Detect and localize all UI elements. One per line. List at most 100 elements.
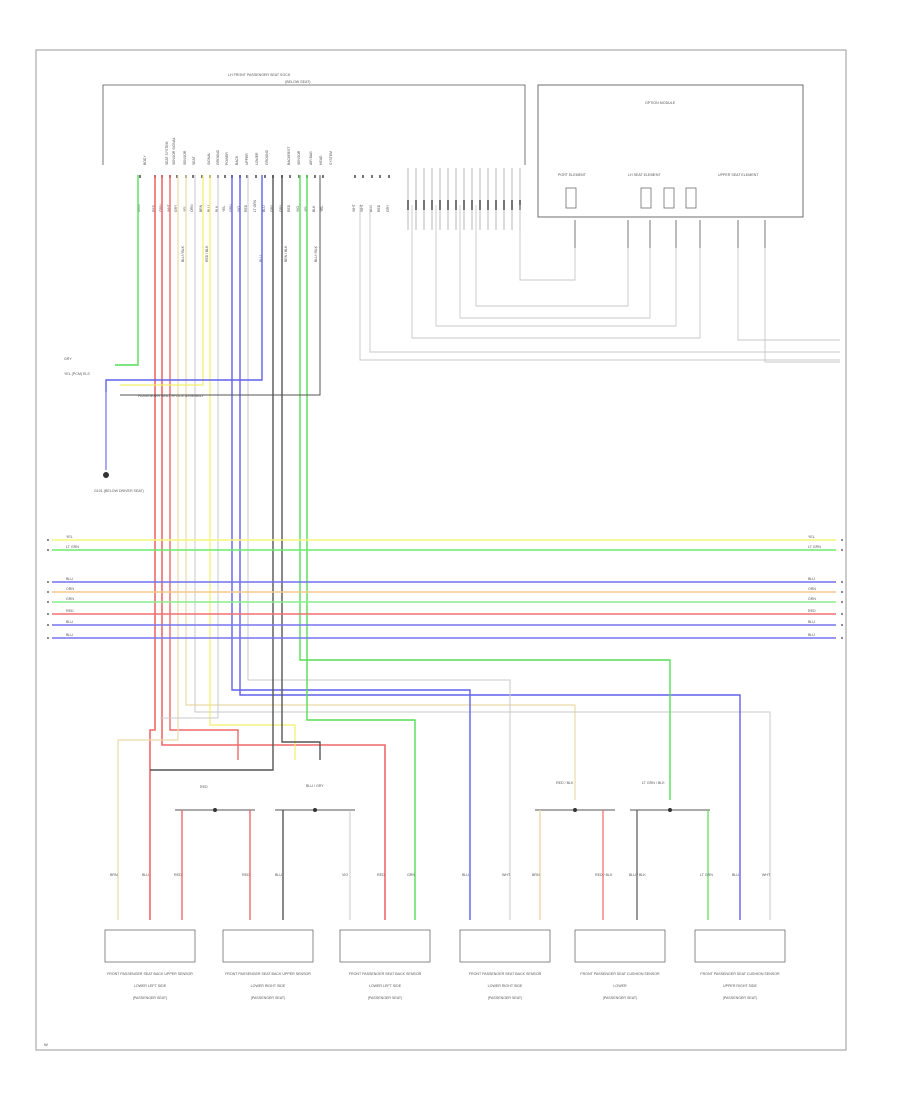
wire-color-label: RED / BLK (205, 245, 209, 262)
wire (115, 175, 139, 366)
wire (281, 175, 321, 760)
connector-pin-label: RED (377, 204, 381, 212)
bus-label-left: ORN (66, 587, 74, 591)
connector-pin-label: BLU (262, 205, 266, 212)
connector-pin-label: BLU (369, 205, 373, 212)
component-label: UPPER RIGHT SIDE (723, 984, 757, 988)
option-module: OPTION MODULE PORT ELEMENT LH SEAT ELEME… (537, 84, 804, 218)
connector-pin (479, 200, 481, 210)
wire-layer (52, 175, 840, 920)
splice-label-gry: GRY (64, 357, 72, 361)
wire (120, 175, 204, 386)
connector-pin (455, 200, 457, 210)
component-label: FRONT PASSENGER SEAT CUSHION SENSOR (580, 972, 660, 976)
wire (737, 248, 840, 341)
wire (194, 175, 771, 920)
connector-pin-label: RED (152, 204, 156, 212)
splice-node (313, 808, 317, 812)
component-label: (PASSENGER SEAT) (133, 996, 168, 1000)
pin-function-label: SIGNAL (207, 152, 211, 165)
connector-pin-label: YEL (320, 205, 324, 212)
bottom-wire-label: RED (242, 873, 250, 877)
component-label: (PASSENGER SEAT) (723, 996, 758, 1000)
bottom-wire-label: VIO (342, 873, 348, 877)
sensor-component-box (459, 929, 551, 963)
pin-function-label: SENSOR (297, 150, 301, 165)
bus-terminal (841, 539, 843, 541)
bottom-wire-label: RED (174, 873, 182, 877)
wire (169, 175, 239, 760)
connector-pin (176, 175, 178, 178)
wire (117, 175, 179, 920)
pin-function-label: BODY (143, 155, 147, 165)
connector-pin (388, 175, 390, 178)
bus-label-right: BLU (808, 633, 815, 637)
bus-terminal (47, 601, 49, 603)
wire (247, 175, 511, 920)
bottom-wire-label: RED (377, 873, 385, 877)
bus-terminal (841, 637, 843, 639)
bottom-wire-label: BLU (462, 873, 469, 877)
component-label: LOWER LEFT SIDE (134, 984, 167, 988)
component-label: (PASSENGER SEAT) (368, 996, 403, 1000)
connector-pin (298, 175, 300, 178)
bottom-wire-label: BLU (275, 873, 282, 877)
bus-terminal (841, 581, 843, 583)
bus-terminal (47, 539, 49, 541)
connector-pin (487, 200, 489, 210)
splice-tag-blu-gry: BLU / GRY (306, 784, 324, 788)
bottom-wire-label: BLU / BLK (629, 873, 646, 877)
connector-pin-label: VIO (237, 206, 241, 212)
connector-pin-label: WHT (167, 204, 171, 212)
connector-pin-label: GRY (279, 204, 283, 212)
component-label: LOWER RIGHT SIDE (488, 984, 523, 988)
bus-terminal (47, 613, 49, 615)
splice-tag-ltgrn-blk: LT GRN / BLK (642, 781, 665, 785)
component-label: FRONT PASSENGER SEAT CUSHION SENSOR (700, 972, 780, 976)
wire (369, 205, 840, 353)
pin-function-label: UPPER (245, 153, 249, 165)
bus-label-left: YEL (66, 535, 73, 539)
connector-pin (201, 175, 203, 178)
wire (185, 175, 576, 800)
wire (105, 175, 263, 392)
component-label: LOWER RIGHT SIDE (251, 984, 286, 988)
header: LH FRONT PASSENGER SEAT SOCK (BELOW SEAT… (102, 73, 526, 165)
connector-pin (431, 200, 433, 210)
connector-pin-label: WHT (360, 204, 364, 212)
sensor-component-box (339, 929, 431, 963)
wire-color-label: BRN / BLK (284, 245, 288, 262)
wire (306, 175, 416, 920)
bottom-wire-label: BRN (532, 873, 540, 877)
harness-bracket (102, 84, 526, 165)
ground-icon (103, 472, 109, 478)
splice-node (213, 808, 217, 812)
wire (160, 175, 219, 719)
component-label: FRONT PASSENGER SEAT BACK SENSOR (469, 972, 542, 976)
wire (459, 205, 651, 319)
bus-label-right: BLU (808, 577, 815, 581)
connector-pin-label: LT GRN (253, 199, 257, 212)
bus-terminal (47, 591, 49, 593)
component-label: FRONT PASSENGER SEAT BACK UPPER SENSOR (107, 972, 193, 976)
connector-pin (289, 175, 291, 178)
module-element-b (640, 187, 652, 209)
connector-pin (423, 200, 425, 210)
bus-terminal (841, 601, 843, 603)
pin-function-label: BACK (235, 155, 239, 165)
wire (299, 175, 671, 800)
sensor-component-box (694, 929, 786, 963)
wire (519, 205, 576, 281)
pin-function-label: SEAT (192, 156, 196, 165)
bus-terminal (841, 549, 843, 551)
pin-function-label: SYSTEM (329, 151, 333, 165)
connector-pin-label: GRN (229, 204, 233, 212)
connector-pin (139, 175, 141, 178)
bus-terminal (841, 591, 843, 593)
module-element-a (565, 187, 577, 209)
connector-pin (314, 175, 316, 178)
component-label: FRONT PASSENGER SEAT BACK UPPER SENSOR (225, 972, 311, 976)
connector-pin-label: GRY (174, 204, 178, 212)
module-section-port: PORT ELEMENT (558, 173, 587, 177)
